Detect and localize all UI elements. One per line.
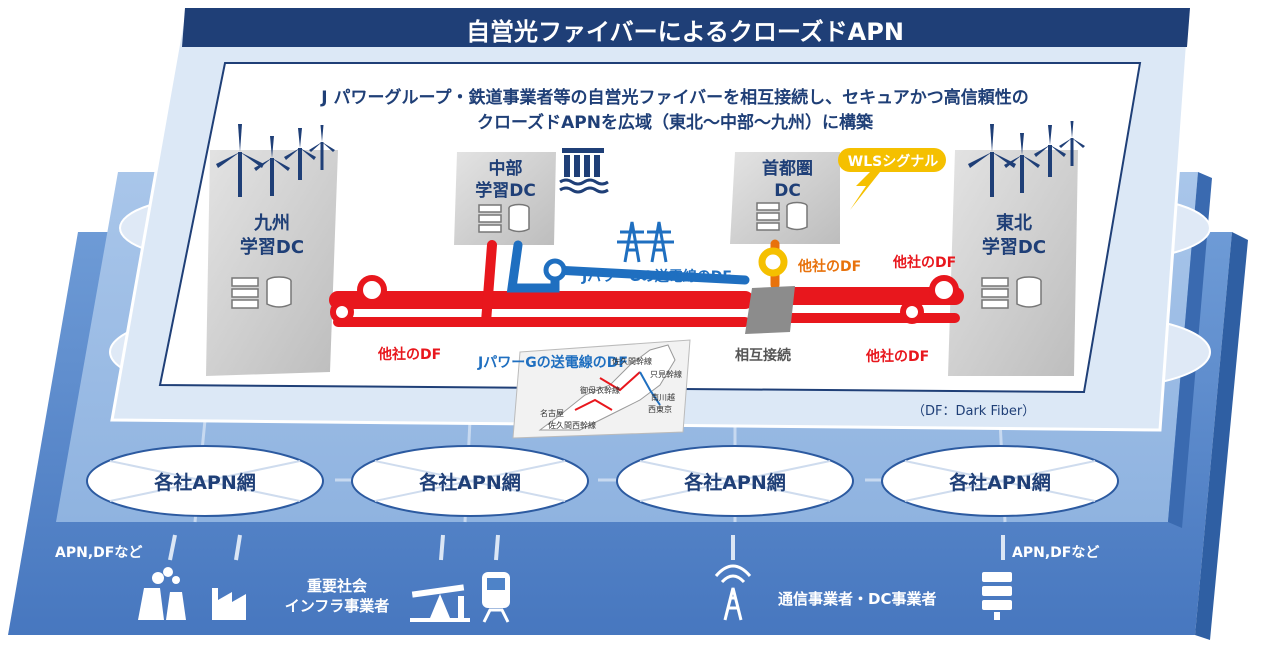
apn-df-left-label: APN,DFなど <box>55 545 143 561</box>
subtitle-line-2: クローズドAPNを広域（東北～中部～九州）に構築 <box>477 113 873 133</box>
map-label: 佐久間幹線 <box>612 357 652 366</box>
dc-label-tohoku: 東北 学習DC <box>981 213 1047 258</box>
map-label: 只見幹線 <box>650 370 682 379</box>
factory-icon <box>212 588 246 620</box>
other-df-right-top-label: 他社のDF <box>893 255 957 271</box>
subtitle-line-1: J パワーグループ・鉄道事業者等の自営光ファイバーを相互接続し、セキュアかつ高信… <box>321 88 1029 108</box>
other-df-left-label: 他社のDF <box>378 347 442 363</box>
dc-box-tohoku <box>948 150 1078 376</box>
orange-loop <box>758 247 788 277</box>
dc-label-shutoken: 首都圏 DC <box>762 159 813 201</box>
map-label: 名古屋 <box>540 409 564 418</box>
apn-network-label: 各社APN網 <box>419 472 521 494</box>
dam-icon <box>559 148 609 194</box>
dc-label-chubu: 中部 学習DC <box>475 159 536 201</box>
dc-box-shutoken <box>730 152 840 244</box>
map-label: 南川越 <box>651 393 675 402</box>
jpower-df-upper-label: JパワーGの送電線のDF <box>582 269 732 285</box>
dc-label-kyushu: 九州 学習DC <box>239 213 305 258</box>
bottom-layer-edge <box>1195 232 1248 640</box>
map-label: 佐久間西幹線 <box>548 421 596 430</box>
wls-signal-label: WLSシグナル <box>847 154 939 170</box>
page-title: 自営光ファイバーによるクローズドAPN <box>466 18 904 46</box>
red-fiber-chubu-drop <box>481 240 497 327</box>
wind-turbine-icon <box>216 121 1085 197</box>
jpower-df-lower-label: JパワーGの送電線のDF <box>478 355 628 371</box>
japan-map <box>512 339 691 439</box>
df-note: （DF：Dark Fiber） <box>912 404 1036 419</box>
server-rack-icon <box>982 572 1012 620</box>
server-icon <box>231 201 1042 309</box>
other-df-right-bottom-label: 他社のDF <box>866 349 930 365</box>
apn-df-right-label: APN,DFなど <box>1012 545 1100 561</box>
apn-network-label: 各社APN網 <box>684 472 786 494</box>
oil-pump-icon <box>410 584 470 622</box>
bottom-connectors <box>168 534 1005 561</box>
apn-network-label: 各社APN網 <box>154 472 256 494</box>
map-label: 御母衣幹線 <box>580 386 620 395</box>
apn-network-label: 各社APN網 <box>949 472 1051 494</box>
fiber-loops <box>330 275 959 324</box>
wls-bubble <box>838 148 946 210</box>
interconnect-label: 相互接続 <box>735 348 791 364</box>
power-plant-icon <box>138 567 186 620</box>
radio-tower-icon <box>714 564 752 621</box>
fiber-lines <box>329 239 964 327</box>
title-bar <box>182 8 1190 47</box>
blue-fiber <box>506 240 750 293</box>
other-df-orange-label: 他社のDF <box>798 259 862 275</box>
transmission-tower-icon <box>617 221 674 263</box>
apn-ellipses <box>86 445 1119 517</box>
blue-loop <box>543 258 567 282</box>
interconnect-block <box>745 286 795 334</box>
infra-operators-label: 重要社会 インフラ事業者 <box>284 577 390 615</box>
map-label: 西東京 <box>648 405 672 414</box>
telecom-dc-label: 通信事業者・DC事業者 <box>778 590 937 608</box>
train-icon <box>482 572 510 623</box>
inner-white-panel <box>158 62 1142 394</box>
dc-box-kyushu <box>206 150 338 376</box>
